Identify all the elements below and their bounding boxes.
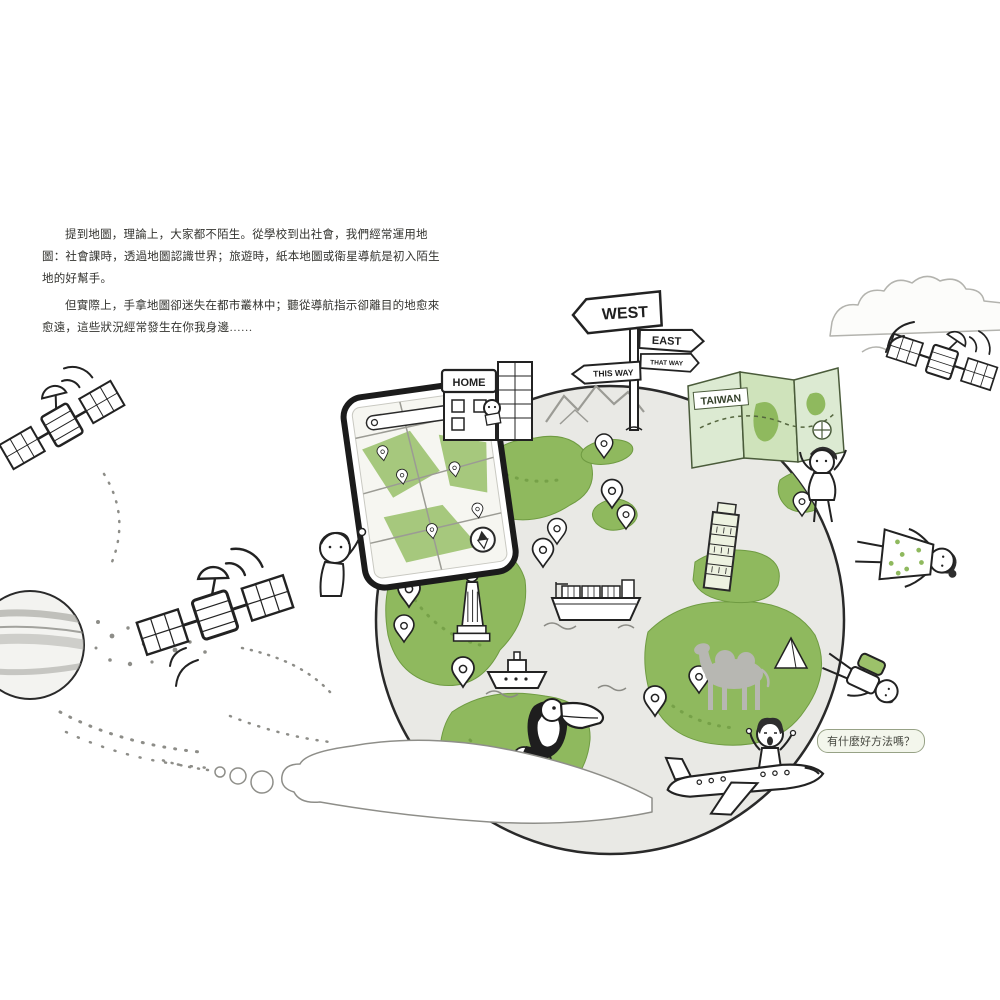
sign-east-label: EAST: [652, 335, 682, 348]
dust-speckles: [58, 620, 332, 770]
satellite-signal-arcs-mid-left: [169, 646, 332, 694]
planet-jupiter: [0, 590, 85, 700]
wave-marks: [597, 684, 627, 692]
intro-text-block: 提到地圖，理論上，大家都不陌生。從學校到出社會，我們經常運用地圖：社會課時，透過…: [42, 224, 444, 339]
small-ship: [485, 651, 548, 698]
sign-west-label: WEST: [601, 304, 648, 323]
sign-that-way: THAT WAY: [639, 352, 700, 373]
swoosh-cloud: [154, 739, 653, 824]
pisa-tower-icon: [702, 501, 740, 592]
speech-bubble: 有什麼好方法嗎？: [817, 729, 925, 753]
signpost: WEST EAST THAT WAY THIS WAY: [570, 290, 706, 431]
home-sign: [440, 368, 498, 394]
search-icon: [370, 418, 379, 427]
satellite-signal-arcs-right: [885, 321, 915, 353]
person-backpack: [822, 652, 899, 704]
container-ship: [543, 579, 642, 630]
intro-paragraph-2: 但實際上，手拿地圖卻迷失在都市叢林中；聽從導航指示卻離目的地愈來愈遠，這些狀況經…: [42, 300, 440, 334]
toucan-icon: [516, 698, 605, 770]
sign-east: EAST: [638, 328, 706, 353]
intro-paragraph-1: 提到地圖，理論上，大家都不陌生。從學校到出社會，我們經常運用地圖：社會課時，透過…: [42, 229, 440, 285]
taiwan-map-label: TAIWAN: [700, 392, 742, 407]
person-shouting: [745, 717, 797, 778]
backpack-icon: [857, 652, 887, 676]
map-compass-icon: [812, 420, 832, 440]
sign-this-way: THIS WAY: [570, 360, 642, 385]
sign-that-way-label: THAT WAY: [650, 359, 684, 367]
airplane-icon: [664, 756, 825, 816]
person-holding-phone: [319, 527, 367, 597]
home-sign-label: HOME: [453, 377, 486, 389]
satellite-trail-top-left: [102, 472, 121, 564]
mountain-sketch: [545, 384, 645, 425]
satellite-top-left: [0, 350, 128, 473]
camel-icon: [694, 643, 770, 710]
sign-west: WEST: [571, 290, 663, 335]
compass-icon: [469, 526, 496, 553]
person-holding-map: [799, 446, 847, 523]
sign-this-way-label: THIS WAY: [593, 367, 634, 378]
taiwan-map: TAIWAN: [687, 367, 845, 469]
pyramid-icon: [773, 636, 809, 669]
satellite-mid-left: [122, 534, 296, 660]
person-polka-dress: [855, 528, 957, 588]
home-buildings: HOME: [440, 361, 533, 441]
